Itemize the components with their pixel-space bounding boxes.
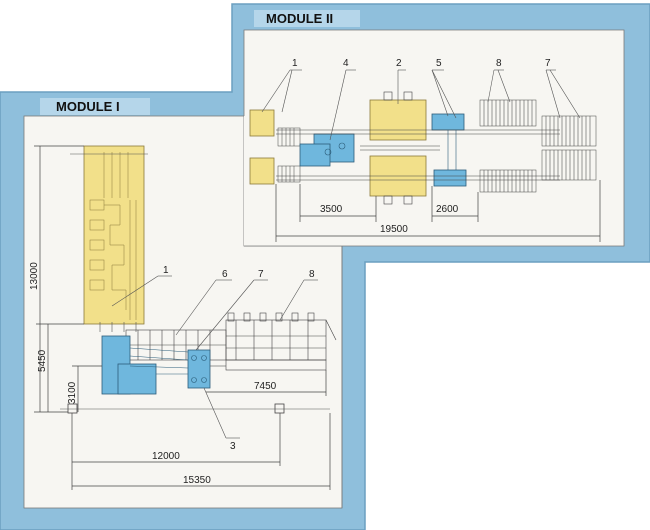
module-1-callout-6: 6: [222, 269, 228, 280]
module-2-callout-7: 7: [545, 58, 551, 69]
module-1-storage-block: [83, 145, 145, 325]
module-2-blue-machine-4b: [299, 143, 331, 167]
module-2-left-rollers: [277, 127, 301, 183]
dim-3500: 3500: [320, 204, 343, 215]
dim-3100: 3100: [67, 381, 78, 404]
module-1-callout-7: 7: [258, 269, 264, 280]
module-2-title-box: [254, 10, 360, 27]
module-1-storage-detail: [89, 152, 137, 320]
module-2-callout-8: 8: [496, 58, 502, 69]
module-2-rails: [276, 129, 560, 181]
module-2-roller-stripes: [483, 100, 591, 192]
module-1-callout-3: 3: [230, 441, 236, 452]
module-2-yellow-left-bottom: [249, 157, 275, 185]
module-1-blue-machine-3: [187, 349, 211, 389]
module-2-blue-machine-5a: [431, 113, 465, 131]
module-2-yellow-furnace-top: [369, 99, 427, 141]
module-1-dim-lines: [34, 145, 331, 490]
module-2-leaders: [261, 69, 581, 141]
module-1-callout-1: 1: [163, 265, 169, 276]
module-2-callout-1: 1: [292, 58, 298, 69]
module-1-callout-8: 8: [309, 269, 315, 280]
module-1-leaders: [111, 275, 318, 439]
module-2-title: MODULE II: [266, 11, 333, 26]
module-1-column-left: [67, 403, 78, 414]
module-2-callout-4: 4: [343, 58, 349, 69]
dim-5450: 5450: [37, 349, 48, 372]
module-1-title-box: [40, 98, 150, 115]
dim-13000: 13000: [29, 262, 40, 290]
module-1-title: MODULE I: [56, 99, 120, 114]
dim-2600: 2600: [436, 204, 459, 215]
dim-12000: 12000: [152, 451, 180, 462]
module-2-dim-lines: [275, 180, 601, 242]
module-2-callout-2: 2: [396, 58, 402, 69]
module-1-roller-tables: [225, 312, 337, 371]
module-2-yellow-left-top: [249, 109, 275, 137]
module-1-column-right: [274, 403, 285, 414]
dim-19500: 19500: [380, 224, 408, 235]
module-2-blue-machine-5b: [433, 169, 467, 187]
module-2-callout-5: 5: [436, 58, 442, 69]
dim-7450: 7450: [254, 381, 277, 392]
module-1-blue-machine-arm: [117, 363, 157, 395]
dim-15350: 15350: [183, 475, 211, 486]
